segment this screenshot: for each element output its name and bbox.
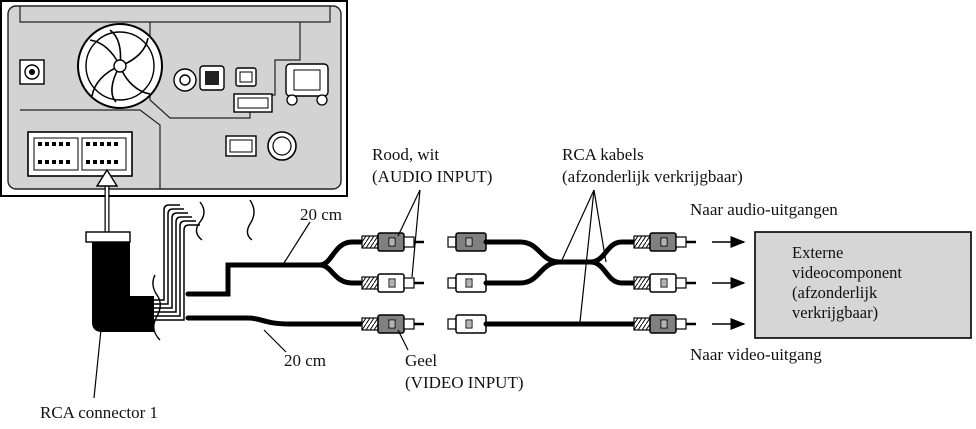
box-line-2: videocomponent [792, 263, 902, 282]
label-video-input: (VIDEO INPUT) [405, 373, 524, 392]
rca-jack-3 [447, 314, 487, 334]
label-rca-connector-1: RCA connector 1 [40, 403, 158, 422]
label-naar-video: Naar video-uitgang [690, 345, 822, 364]
label-audio-input: (AUDIO INPUT) [372, 167, 492, 186]
output-plug-1 [633, 232, 696, 252]
label-rca-kabels: RCA kabels [562, 145, 644, 164]
label-20cm-bottom: 20 cm [284, 351, 326, 370]
video-plug-yellow [361, 314, 424, 334]
label-geel: Geel [405, 351, 437, 370]
rca-cable-lines [483, 239, 637, 327]
wire-bundle [152, 199, 255, 341]
rca-jack-2 [447, 273, 487, 293]
leader-lines [93, 189, 607, 399]
label-20cm-top: 20 cm [300, 205, 342, 224]
rca-jack-1 [447, 232, 487, 252]
label-naar-audio: Naar audio-uitgangen [690, 200, 838, 219]
label-afzonderlijk: (afzonderlijk verkrijgbaar) [562, 167, 743, 186]
label-rood-wit: Rood, wit [372, 145, 439, 164]
box-line-4: verkrijgbaar) [792, 303, 878, 322]
audio-plug-red [361, 232, 424, 252]
box-line-1: Externe [792, 243, 843, 262]
output-plug-2 [633, 273, 696, 293]
head-unit-rear-panel [0, 0, 348, 197]
rca-connector-1 [85, 231, 154, 332]
audio-plug-white [361, 273, 424, 293]
cables [185, 239, 365, 327]
output-arrows [712, 236, 746, 330]
harness-insert-arrow [95, 168, 119, 232]
box-line-3: (afzonderlijk [792, 283, 878, 302]
external-video-component: Externe videocomponent (afzonderlijk ver… [754, 231, 972, 339]
output-plug-3 [633, 314, 696, 334]
